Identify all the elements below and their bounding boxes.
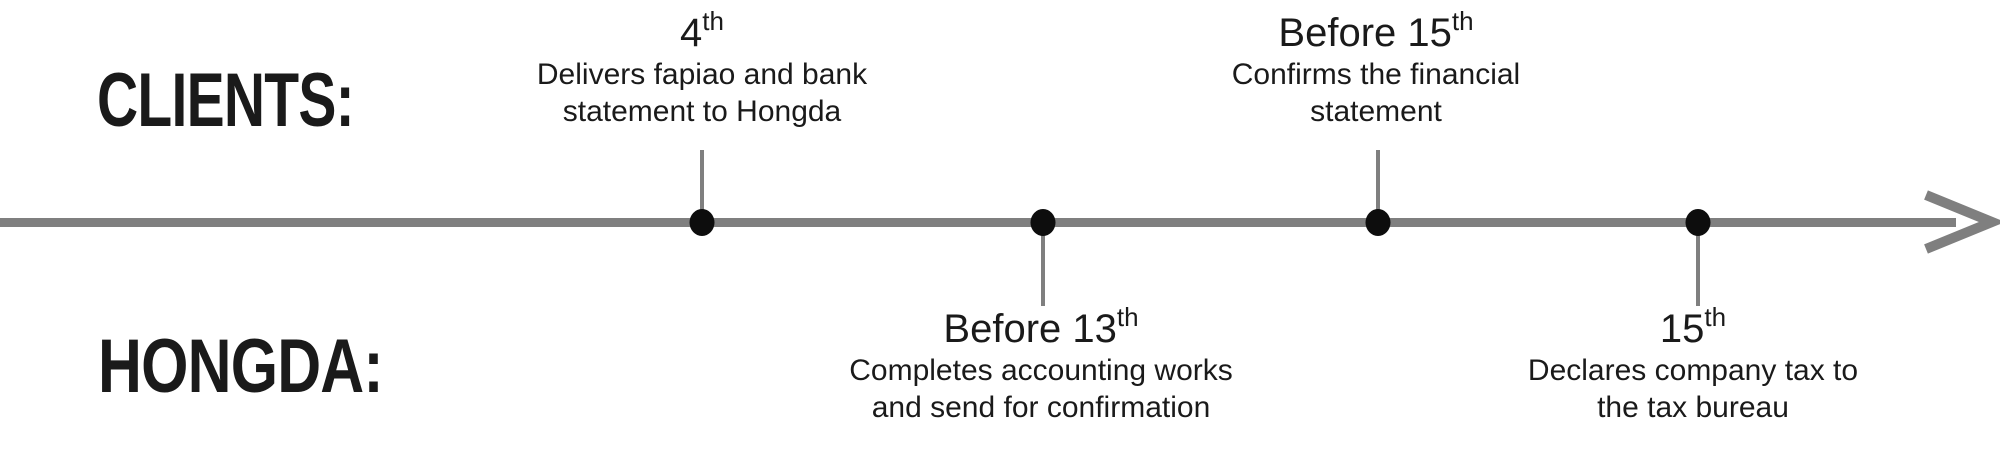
event-desc-line: Declares company tax to [1527,354,1859,387]
timeline-dot-day-4 [689,209,715,236]
tick-clients-before-15 [1376,150,1380,212]
clients-label: CLIENTS: [97,58,355,143]
hongda-label: HONGDA: [98,324,384,409]
event-desc-line: Completes accounting works [849,354,1233,387]
event-clients-day-4: 4th Delivers fapiao and bank statement t… [536,8,868,130]
event-ordinal: th [1116,301,1139,332]
tick-hongda-day-15 [1696,234,1700,306]
event-day: Before 13 [943,307,1117,351]
event-day: 15 [1659,307,1705,351]
event-hongda-day-15: 15th Declares company tax to the tax bur… [1527,304,1859,426]
event-desc-line: and send for confirmation [871,391,1211,424]
event-desc-line: statement to Hongda [562,95,842,128]
tick-clients-day-4 [700,150,704,212]
timeline-dot-before-13 [1030,209,1056,236]
event-ordinal: th [702,5,724,36]
event-day: Before 15 [1278,11,1452,55]
timeline-dot-before-15 [1365,209,1391,236]
event-day: 4 [680,11,703,55]
event-title: 4th [537,8,867,56]
event-hongda-before-13: Before 13th Completes accounting works a… [849,304,1233,426]
event-desc-line: the tax bureau [1597,391,1789,424]
event-title: Before 15th [1232,8,1520,56]
arrow-right-icon [1924,190,2000,254]
event-title: Before 13th [849,304,1233,352]
timeline-axis [0,218,1956,227]
event-desc-line: Delivers fapiao and bank [536,58,868,91]
event-ordinal: th [1451,5,1474,36]
timeline-dot-day-15 [1685,209,1711,236]
event-clients-before-15: Before 15th Confirms the financial state… [1231,8,1521,130]
event-title: 15th [1528,304,1858,352]
event-desc-line: Confirms the financial [1231,58,1521,91]
tick-hongda-before-13 [1041,234,1045,306]
event-desc-line: statement [1310,95,1442,128]
event-ordinal: th [1704,301,1727,332]
